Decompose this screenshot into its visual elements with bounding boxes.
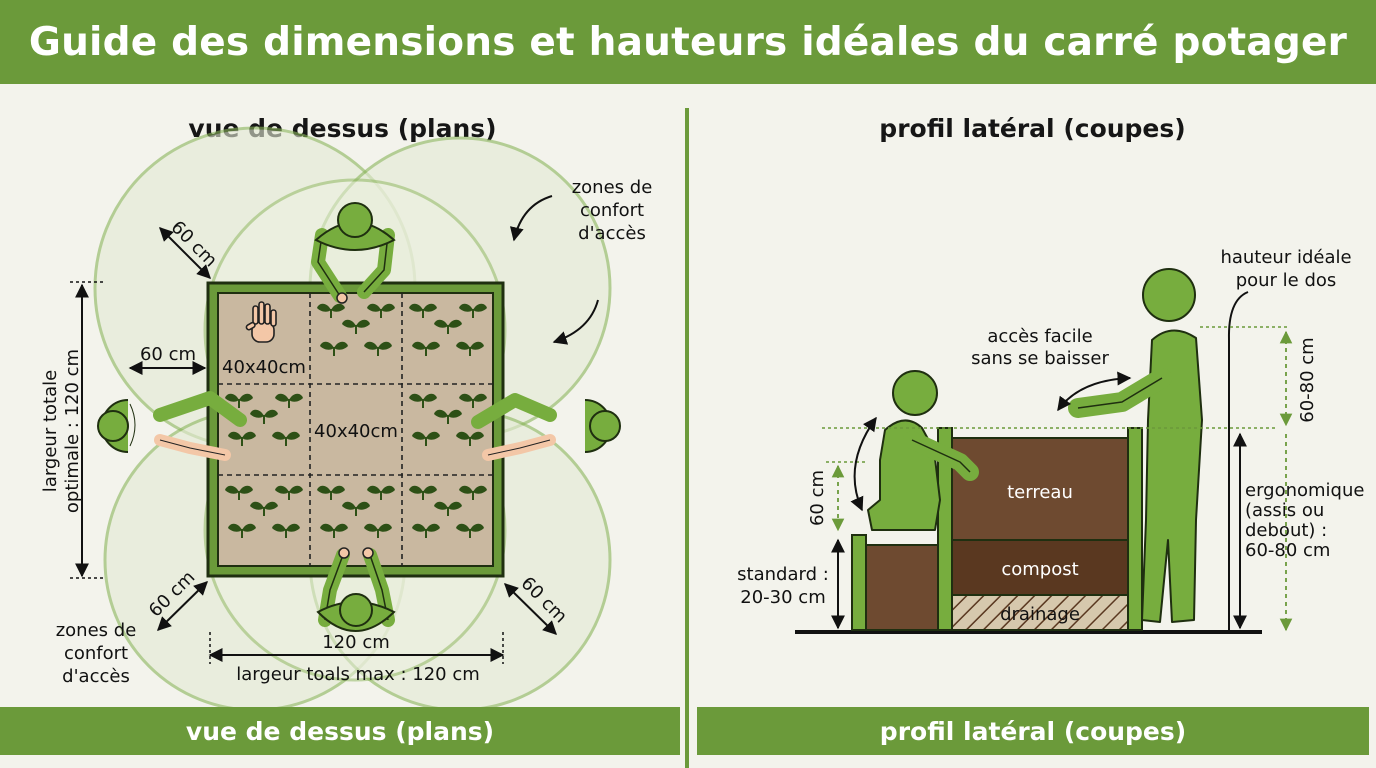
ideal-height-label-2: pour le dos: [1236, 270, 1337, 291]
svg-text:optimale : 120 cm: optimale : 120 cm: [62, 349, 83, 513]
right-panel-title: profil latéral (coupes): [879, 114, 1186, 143]
ergonomic-label-2: (assis ou: [1245, 500, 1324, 521]
svg-text:d'accès: d'accès: [578, 223, 646, 244]
cell-label-center: 40x40cm: [314, 421, 398, 442]
svg-text:d'accès: d'accès: [62, 666, 130, 687]
ideal-height-label-1: hauteur idéale: [1220, 247, 1351, 268]
layer-drainage-label: drainage: [1000, 604, 1080, 625]
ergonomic-label-4: 60-80 cm: [1245, 540, 1330, 561]
right-panel-footer: profil latéral (coupes): [697, 707, 1369, 755]
access-label-2: sans se baisser: [971, 348, 1109, 369]
ergonomic-label-1: ergonomique: [1245, 480, 1364, 501]
layer-compost-label: compost: [1001, 559, 1078, 580]
zones-label-bottom-3: d'accès: [62, 666, 130, 687]
layer-soil-label: terreau: [1007, 482, 1073, 503]
zones-label-bottom-2: confort: [64, 643, 128, 664]
svg-text:zones de: zones de: [56, 620, 137, 641]
svg-text:hauteur idéale: hauteur idéale: [1220, 247, 1351, 268]
svg-text:(assis ou: (assis ou: [1245, 500, 1324, 521]
zones-label-bottom-1: zones de: [56, 620, 137, 641]
svg-text:confort: confort: [64, 643, 128, 664]
gardener-right-icon: [471, 393, 621, 461]
gardener-top-icon: [311, 202, 396, 304]
svg-text:debout) :: debout) :: [1245, 520, 1327, 541]
height-60-80-label: 60-80 cm: [1297, 337, 1318, 422]
ergonomic-label-3: debout) :: [1245, 520, 1327, 541]
svg-text:zones de: zones de: [572, 177, 653, 198]
svg-text:20-30 cm: 20-30 cm: [740, 587, 825, 608]
cell-label-corner: 40x40cm: [222, 357, 306, 378]
dimension-lines-top-view: [70, 195, 599, 664]
zones-label-top-1: zones de: [572, 177, 653, 198]
raised-bed-side-view: [795, 427, 1262, 634]
side-view-labels: accès facile sans se baisser hauteur idé…: [737, 247, 1364, 625]
kneeling-person-icon: [867, 370, 979, 531]
panel-divider: [685, 108, 689, 768]
vertical-dim-label-1: largeur totale: [40, 370, 61, 492]
dimension-lines-side-view: [822, 291, 1293, 632]
svg-text:confort: confort: [580, 200, 644, 221]
svg-text:pour le dos: pour le dos: [1236, 270, 1337, 291]
dim-left-label: 60 cm: [140, 344, 196, 365]
zones-label-top-2: confort: [580, 200, 644, 221]
gardener-left-icon: [97, 391, 247, 461]
svg-text:largeur totale: largeur totale: [40, 370, 61, 492]
access-label-1: accès facile: [987, 326, 1092, 347]
svg-text:accès facile: accès facile: [987, 326, 1092, 347]
zones-label-top-3: d'accès: [578, 223, 646, 244]
top-view-labels: zones de confort d'accès zones de confor…: [40, 177, 652, 687]
left-panel-footer: vue de dessus (plans): [0, 707, 680, 755]
standard-label-1: standard :: [737, 564, 829, 585]
gardener-bottom-icon: [316, 547, 396, 632]
svg-text:ergonomique: ergonomique: [1245, 480, 1364, 501]
svg-text:60-80 cm: 60-80 cm: [1245, 540, 1330, 561]
width-dim-label: 120 cm: [322, 632, 390, 653]
vertical-dim-label-2: optimale : 120 cm: [62, 349, 83, 513]
svg-text:sans se baisser: sans se baisser: [971, 348, 1109, 369]
hand-icon: [245, 301, 277, 343]
width-max-label: largeur toals max : 120 cm: [236, 664, 480, 685]
height-60-label: 60 cm: [807, 470, 828, 526]
svg-text:standard :: standard :: [737, 564, 829, 585]
page-title: Guide des dimensions et hauteurs idéales…: [0, 0, 1376, 84]
standard-label-2: 20-30 cm: [740, 587, 825, 608]
